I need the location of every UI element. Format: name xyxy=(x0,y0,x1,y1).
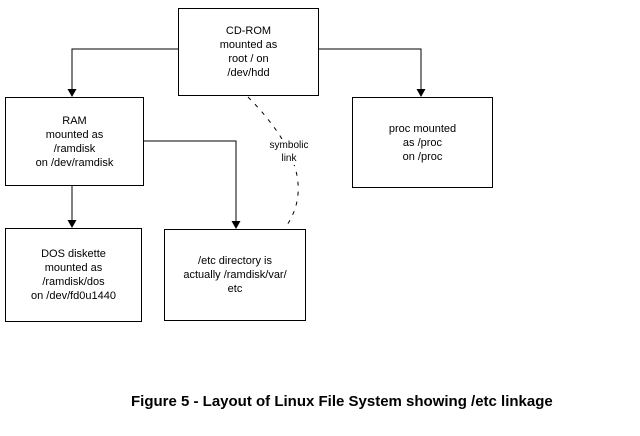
symbolic-link-label: symbolic link xyxy=(257,139,321,165)
figure-caption: Figure 5 - Layout of Linux File System s… xyxy=(131,393,553,410)
connector-ram-to-etc xyxy=(144,140,237,222)
node-dos-diskette: DOS diskette mounted as /ramdisk/dos on … xyxy=(5,228,142,322)
node-ram: RAM mounted as /ramdisk on /dev/ramdisk xyxy=(5,97,144,186)
node-proc: proc mounted as /proc on /proc xyxy=(352,97,493,188)
arrowhead-ram xyxy=(67,89,77,97)
arrowhead-dos xyxy=(67,220,77,228)
node-etc-directory: /etc directory is actually /ramdisk/var/… xyxy=(164,229,306,321)
arrowhead-etc xyxy=(231,221,241,229)
connector-cdrom-to-proc xyxy=(319,48,422,90)
arrowhead-proc xyxy=(416,89,426,97)
connector-cdrom-to-ram xyxy=(71,48,178,90)
node-cdrom: CD-ROM mounted as root / on /dev/hdd xyxy=(178,8,319,96)
